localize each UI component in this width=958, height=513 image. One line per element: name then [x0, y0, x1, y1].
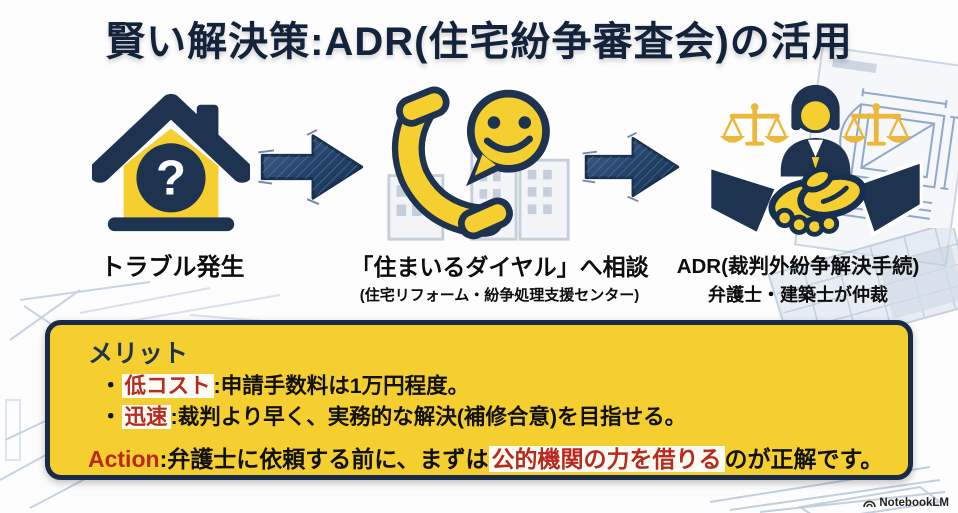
action-pre-text: 弁護士に依頼する前に、まずは: [167, 445, 489, 472]
step-label-trouble: トラブル発生: [100, 254, 245, 281]
handshake-mediation-icon: [708, 84, 923, 238]
colon: :: [159, 445, 168, 472]
highlight-low-cost: 低コスト: [121, 374, 214, 398]
notebooklm-icon: [863, 500, 877, 508]
step-label-dial-sub: (住宅リフォーム・紛争処理支援センター): [359, 287, 640, 304]
phone-smile-icon: [387, 86, 570, 241]
page-title: 賢い解決策:ADR(住宅紛争審査会)の活用: [105, 20, 853, 64]
step-label-dial-main: 「住まいるダイヤル」へ相談: [350, 254, 649, 280]
highlight-speed: 迅速: [121, 404, 171, 429]
bullet-marker: ・: [100, 404, 122, 429]
bullet-text: 裁判より早く、実務的な解決(補修合意)を目指せる。: [177, 404, 687, 429]
watermark-label: NotebookLM: [879, 497, 949, 509]
step-label-adr: ADR(裁判外紛争解決手続) 弁護士・建築士が仲裁: [648, 249, 948, 307]
action-post-text: のが正解です。: [724, 445, 884, 472]
merit-bullet-low-cost: ・低コスト:申請手数料は1万円程度。: [100, 371, 886, 402]
action-line: Action:弁護士に依頼する前に、まずは公的機関の力を借りるのが正解です。: [88, 440, 886, 474]
arrow-right-icon: [582, 131, 680, 203]
bullet-text: 申請手数料は1万円程度。: [220, 374, 470, 398]
arrow-right-icon: [258, 129, 364, 205]
action-label: Action: [88, 445, 160, 472]
merit-box: メリット ・低コスト:申請手数料は1万円程度。 ・迅速:裁判より早く、実務的な解…: [45, 320, 913, 480]
step-label-adr-sub: 弁護士・建築士が仲裁: [708, 285, 888, 305]
colon: :: [170, 404, 178, 429]
colon: :: [213, 374, 221, 398]
merit-heading: メリット: [88, 340, 189, 368]
merit-bullet-speed: ・迅速:裁判より早く、実務的な解決(補修合意)を目指せる。: [100, 402, 886, 433]
step-label-adr-main: ADR(裁判外紛争解決手続): [676, 255, 920, 278]
question-mark-glyph: ?: [156, 151, 186, 206]
house-question-icon: ?: [92, 93, 250, 232]
highlight-public-institution: 公的機関の力を借りる: [488, 445, 725, 472]
step-label-dial: 「住まいるダイヤル」へ相談 (住宅リフォーム・紛争処理支援センター): [322, 248, 677, 305]
watermark: NotebookLM: [863, 497, 949, 509]
bullet-marker: ・: [100, 374, 122, 398]
